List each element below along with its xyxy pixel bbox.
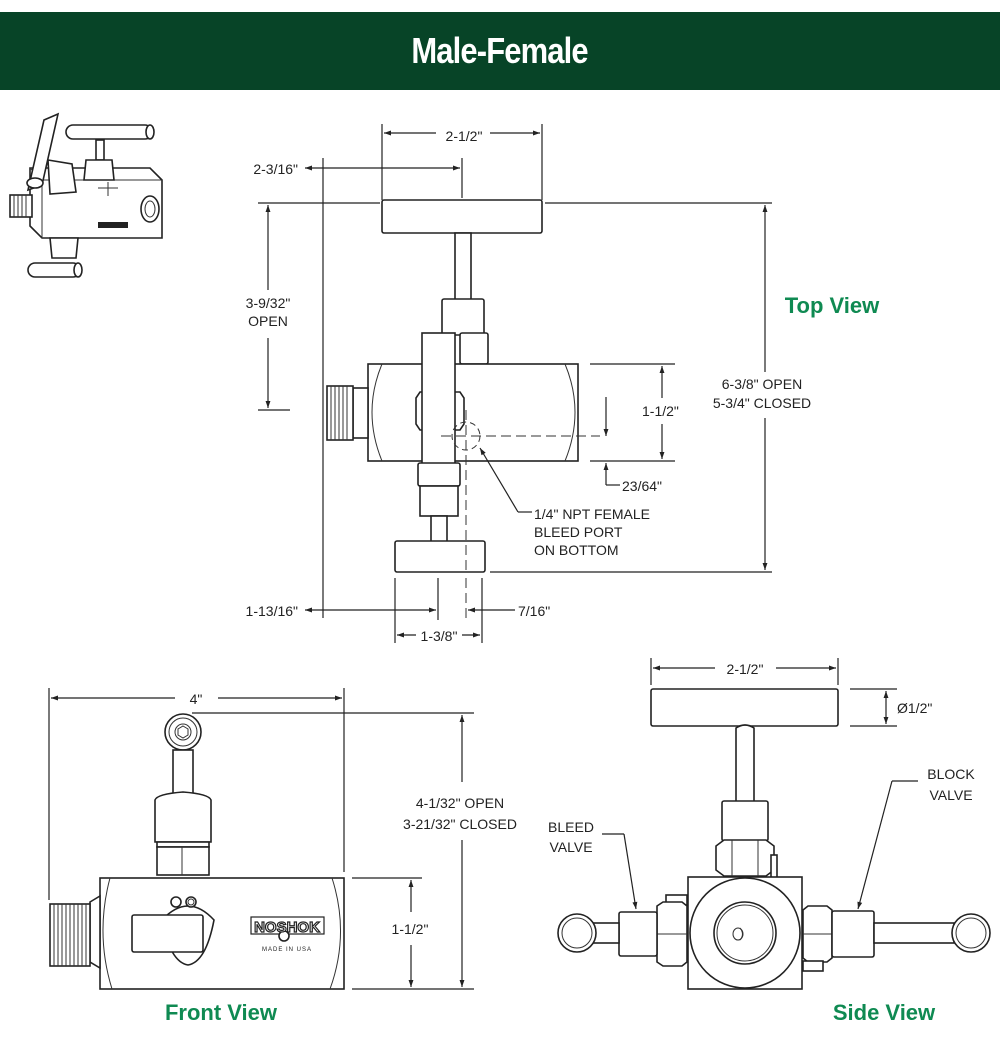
dim-open-note: OPEN — [248, 313, 288, 329]
dim-overall-closed: 5-3/4" CLOSED — [713, 395, 811, 411]
dim-body-height: 1-1/2" — [642, 403, 679, 419]
dim-handle-width: 2-1/2" — [446, 128, 483, 144]
noshok-logo: NOSHOK — [254, 919, 320, 936]
dim-height-closed: 3-21/32" CLOSED — [403, 816, 517, 832]
dim-handle-diameter: Ø1/2" — [897, 700, 932, 716]
front-view-drawing — [48, 688, 474, 990]
page-title: Male-Female — [411, 30, 589, 71]
title-banner: Male-Female — [0, 12, 1000, 90]
dim-front-body-height: 1-1/2" — [392, 921, 429, 937]
dim-offset-left: 2-3/16" — [253, 161, 298, 177]
dim-bottom-right: 7/16" — [518, 603, 550, 619]
bleed-valve-label-2: VALVE — [549, 839, 592, 855]
dim-side-handle-width: 2-1/2" — [727, 661, 764, 677]
made-in-usa-text: MADE IN USA — [262, 947, 312, 953]
top-view-label: Top View — [785, 293, 880, 318]
isometric-thumbnail — [9, 112, 163, 278]
block-valve-label-2: VALVE — [929, 787, 972, 803]
dim-overall-open: 6-3/8" OPEN — [722, 376, 802, 392]
block-valve-label-1: BLOCK — [927, 766, 975, 782]
callout-line-2: BLEED PORT — [534, 524, 623, 540]
callout-line-3: ON BOTTOM — [534, 542, 619, 558]
dim-open-height: 3-9/32" — [246, 295, 291, 311]
dim-length: 4" — [190, 691, 203, 707]
dim-height-open: 4-1/32" OPEN — [416, 795, 504, 811]
dim-bottom-handle: 1-3/8" — [421, 628, 458, 644]
dim-port-offset: 23/64" — [622, 478, 662, 494]
side-view-label: Side View — [833, 1000, 936, 1025]
top-view-drawing — [258, 124, 772, 643]
dim-bottom-left: 1-13/16" — [246, 603, 298, 619]
callout-line-1: 1/4" NPT FEMALE — [534, 506, 650, 522]
bleed-valve-label-1: BLEED — [548, 819, 594, 835]
front-view-label: Front View — [165, 1000, 278, 1025]
side-view-drawing — [557, 658, 991, 990]
